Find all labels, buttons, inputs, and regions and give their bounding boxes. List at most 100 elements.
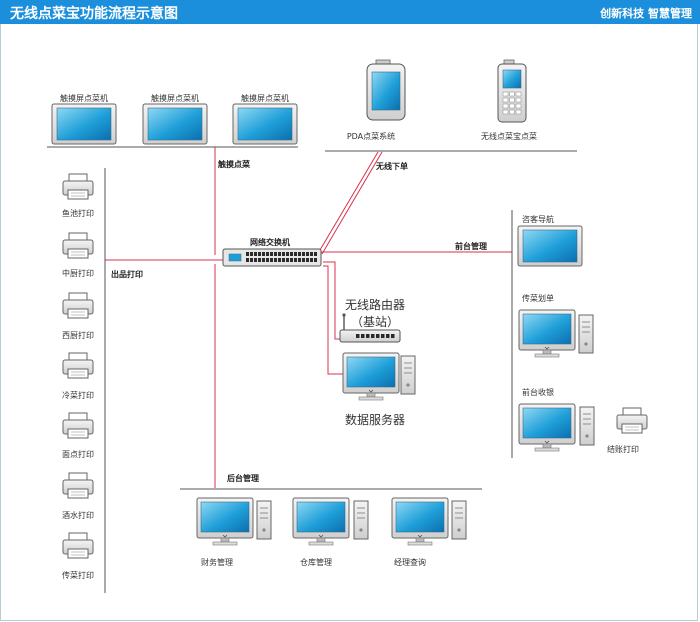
printer-fish-pond[interactable]: 鱼池打印: [62, 173, 94, 218]
printer-pastry[interactable]: 面点打印: [62, 412, 94, 459]
touch-screen-terminal-3[interactable]: 触摸屏点菜机: [232, 93, 298, 145]
switch-port: [270, 258, 273, 262]
printer-drinks[interactable]: 酒水打印: [62, 472, 94, 520]
switch-port: [310, 258, 313, 262]
switch-label: 网络交换机: [250, 237, 290, 247]
router-link-line: [323, 261, 340, 340]
router-port: [356, 334, 360, 338]
switch-port: [306, 258, 309, 262]
switch-port: [258, 252, 261, 256]
printer-cold-dish[interactable]: 冷菜打印: [62, 352, 94, 400]
printer-label-5: 面点打印: [62, 449, 94, 459]
link-lines: [105, 147, 512, 488]
print-link-label: 出品打印: [111, 269, 143, 279]
wireless-handset[interactable]: 无线点菜宝点菜: [481, 59, 537, 141]
checkout-printer-label: 结账打印: [607, 444, 639, 454]
handset-label: 无线点菜宝点菜: [481, 131, 537, 141]
switch-port: [286, 258, 289, 262]
switch-port: [314, 252, 317, 256]
back-label-3: 经理查询: [394, 557, 426, 567]
switch-port: [302, 258, 305, 262]
switch-port: [286, 252, 289, 256]
switch-port: [254, 258, 257, 262]
switch-port: [258, 258, 261, 262]
printer-label-4: 冷菜打印: [62, 390, 94, 400]
data-server[interactable]: 数据服务器: [342, 352, 416, 427]
back-label-2: 仓库管理: [300, 557, 332, 567]
front-serving-check[interactable]: 传菜划单: [518, 293, 594, 358]
router-port: [371, 334, 375, 338]
touch-screen-terminal-1[interactable]: 触摸屏点菜机: [51, 93, 117, 145]
switch-port: [302, 252, 305, 256]
router-port: [391, 334, 395, 338]
switch-port: [262, 258, 265, 262]
bus-lines: [47, 146, 577, 593]
switch-port: [246, 252, 249, 256]
back-finance[interactable]: 财务管理: [196, 497, 272, 567]
server-link-line: [323, 265, 343, 375]
switch-port: [274, 258, 277, 262]
front-label-3: 前台收银: [522, 387, 554, 397]
front-label-2: 传菜划单: [522, 293, 554, 303]
touch-screen-terminal-2[interactable]: 触摸屏点菜机: [142, 93, 208, 145]
router-port: [366, 334, 370, 338]
switch-port: [294, 252, 297, 256]
touch-screen-group: 触摸屏点菜机 触摸屏点菜机 触摸屏点菜机: [51, 93, 298, 145]
switch-port: [250, 258, 253, 262]
diagram-frame: [0, 24, 698, 621]
back-manager[interactable]: 经理查询: [391, 497, 467, 567]
front-link-label: 前台管理: [455, 241, 487, 251]
touch-screen-label-1: 触摸屏点菜机: [60, 93, 108, 103]
wireless-router[interactable]: 无线路由器 （基站）: [339, 297, 405, 343]
switch-port: [250, 252, 253, 256]
router-sublabel: （基站）: [351, 315, 399, 329]
printer-label-1: 鱼池打印: [62, 208, 94, 218]
back-warehouse[interactable]: 仓库管理: [292, 497, 369, 567]
header-slogan: 创新科技 智慧管理: [600, 7, 692, 20]
touch-screen-label-2: 触摸屏点菜机: [151, 93, 199, 103]
switch-port: [282, 252, 285, 256]
switch-port: [266, 252, 269, 256]
wireless-link-line-2: [321, 151, 383, 255]
switch-port: [290, 252, 293, 256]
back-label-1: 财务管理: [201, 557, 233, 567]
router-label: 无线路由器: [345, 297, 405, 312]
pda-device[interactable]: PDA点菜系统: [347, 59, 406, 141]
front-host-navigation[interactable]: 咨客导航: [517, 214, 583, 267]
switch-port: [274, 252, 277, 256]
router-port: [376, 334, 380, 338]
network-switch[interactable]: 网络交换机: [222, 237, 322, 267]
switch-port: [254, 252, 257, 256]
back-link-label: 后台管理: [227, 473, 259, 483]
router-port: [361, 334, 365, 338]
printer-label-7: 传菜打印: [62, 570, 94, 580]
touch-link-label: 触摸点菜: [218, 159, 250, 169]
front-cashier[interactable]: 前台收银: [518, 387, 595, 452]
wireless-link-line: [319, 151, 379, 251]
printer-group: 鱼池打印 中厨打印 西厨打印 冷菜打印 面点打印 酒水打印: [62, 173, 94, 580]
switch-port: [290, 258, 293, 262]
switch-port: [270, 252, 273, 256]
printer-label-3: 西厨打印: [62, 330, 94, 340]
printer-serving[interactable]: 传菜打印: [62, 532, 94, 580]
switch-port: [282, 258, 285, 262]
printer-label-2: 中厨打印: [62, 268, 94, 278]
switch-port: [262, 252, 265, 256]
switch-port: [294, 258, 297, 262]
header-bar: 无线点菜宝功能流程示意图 创新科技 智慧管理: [0, 0, 700, 24]
switch-port: [314, 258, 317, 262]
printer-chinese-kitchen[interactable]: 中厨打印: [62, 232, 94, 278]
front-label-1: 咨客导航: [522, 214, 554, 224]
back-office-group: 财务管理 仓库管理 经理查询: [196, 497, 467, 567]
front-desk-group: 咨客导航 传菜划单 前台收银 结账打印: [517, 214, 648, 454]
printer-western-kitchen[interactable]: 西厨打印: [62, 292, 94, 340]
checkout-printer[interactable]: 结账打印: [607, 407, 648, 454]
switch-port: [266, 258, 269, 262]
touch-screen-label-3: 触摸屏点菜机: [241, 93, 289, 103]
switch-port: [306, 252, 309, 256]
switch-port: [246, 258, 249, 262]
switch-port: [310, 252, 313, 256]
switch-port: [278, 258, 281, 262]
wireless-link-label: 无线下单: [375, 161, 408, 171]
